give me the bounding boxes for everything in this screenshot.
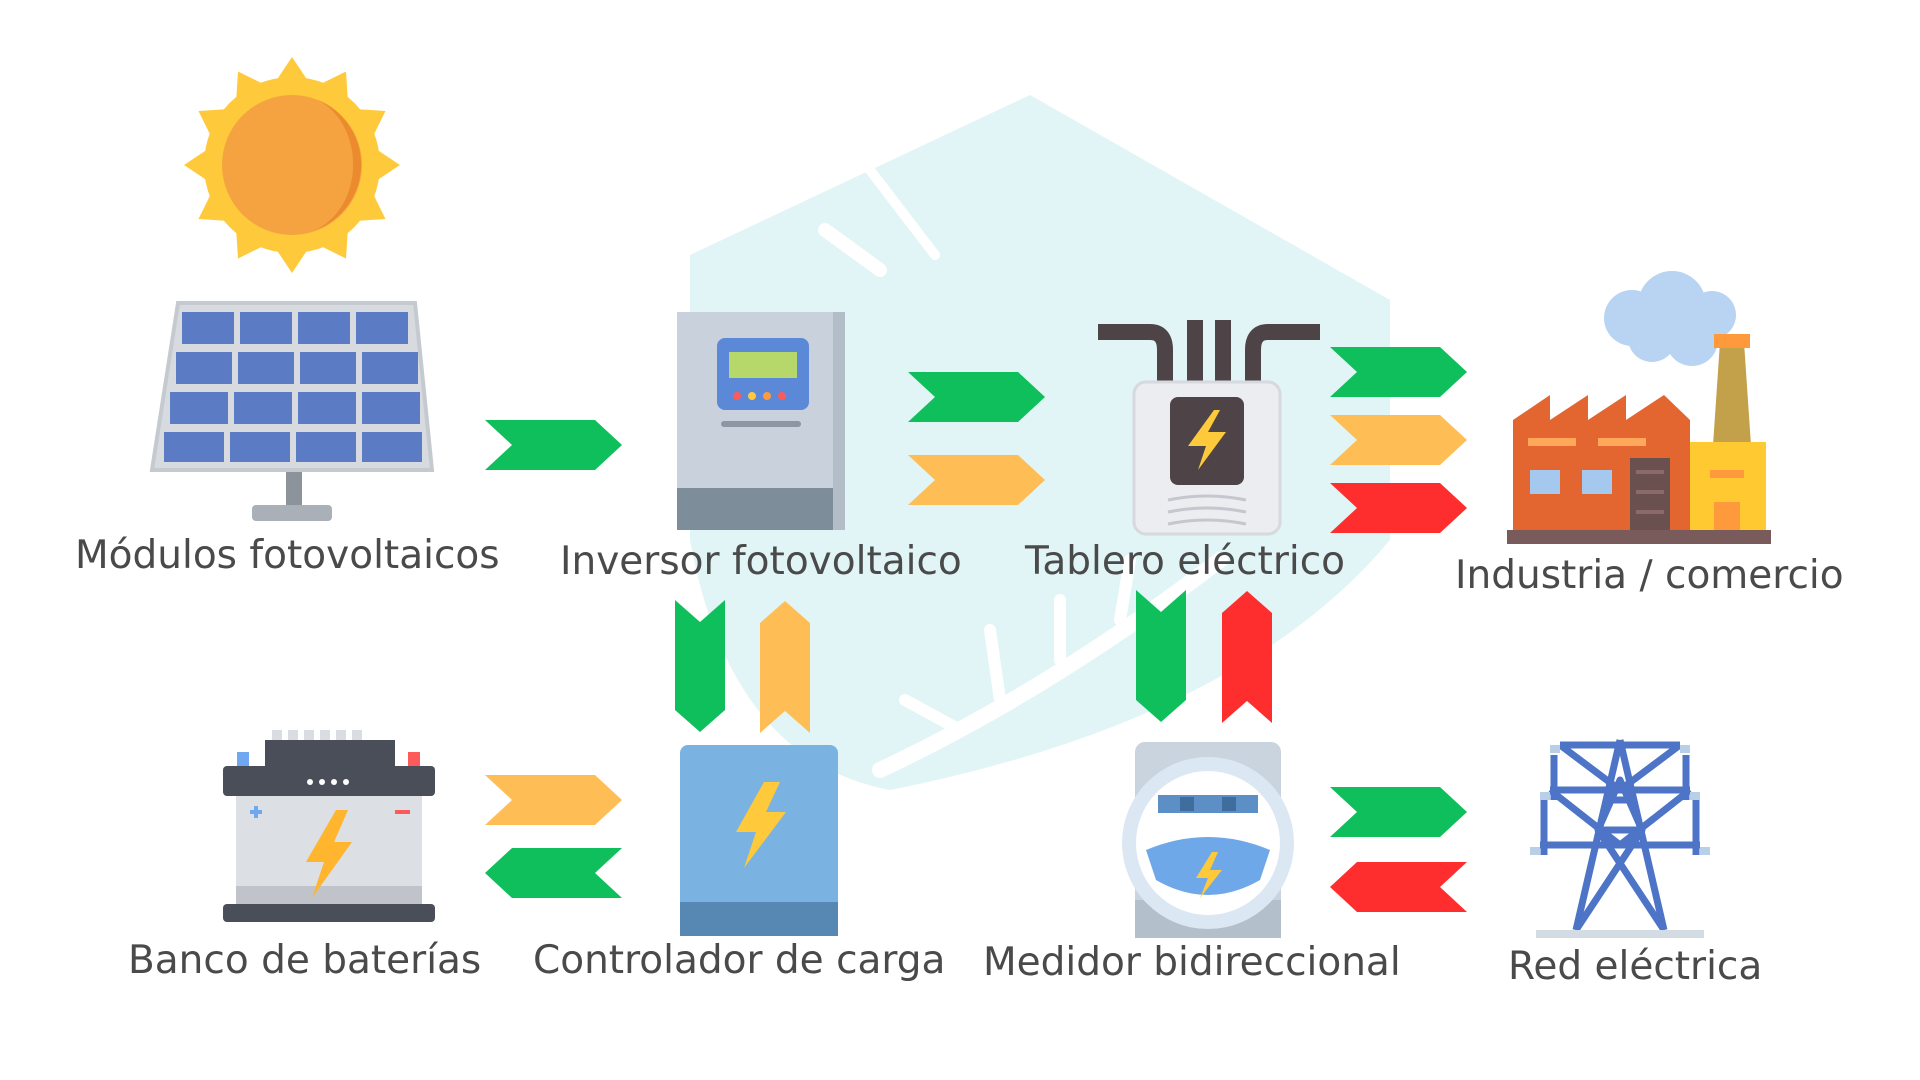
flow-arrow-green-modulos-inversor [485, 420, 622, 470]
electrical-panel-icon [1098, 320, 1320, 536]
flow-arrow-orange-controlador-inversor [760, 601, 810, 733]
flow-arrow-red-red-medidor [1330, 862, 1467, 912]
flow-arrow-orange-inversor-tablero [908, 455, 1045, 505]
label-inversor-fotovoltaico: Inversor fotovoltaico [560, 539, 962, 584]
label-industria-comercio: Industria / comercio [1455, 553, 1844, 598]
flow-arrow-green-controlador-banco [485, 848, 622, 898]
battery-icon [223, 730, 435, 922]
flow-arrow-red-medidor-tablero [1222, 591, 1272, 723]
charge-controller-icon [680, 745, 838, 936]
transmission-tower-icon [1530, 739, 1710, 938]
flow-arrow-green-tablero-industria [1330, 347, 1467, 397]
label-modulos-fotovoltaicos: Módulos fotovoltaicos [75, 533, 500, 578]
flow-arrow-orange-banco-controlador [485, 775, 622, 825]
label-red-electrica: Red eléctrica [1508, 944, 1763, 989]
factory-icon [1507, 271, 1771, 544]
inverter-icon [677, 312, 845, 530]
flow-arrow-green-tablero-medidor [1136, 590, 1186, 722]
label-controlador-de-carga: Controlador de carga [533, 938, 946, 983]
label-medidor-bidireccional: Medidor bidireccional [983, 940, 1401, 985]
label-tablero-electrico: Tablero eléctrico [1025, 539, 1346, 584]
flow-arrow-green-medidor-red [1330, 787, 1467, 837]
flow-arrow-green-inversor-controlador [675, 600, 725, 732]
solar-panel-icon [149, 301, 435, 521]
flow-arrow-red-tablero-industria [1330, 483, 1467, 533]
bidirectional-meter-icon [1122, 742, 1294, 938]
sun-icon [184, 57, 400, 273]
label-banco-de-baterias: Banco de baterías [128, 938, 482, 983]
flow-arrow-orange-tablero-industria [1330, 415, 1467, 465]
flow-arrow-green-inversor-tablero [908, 372, 1045, 422]
